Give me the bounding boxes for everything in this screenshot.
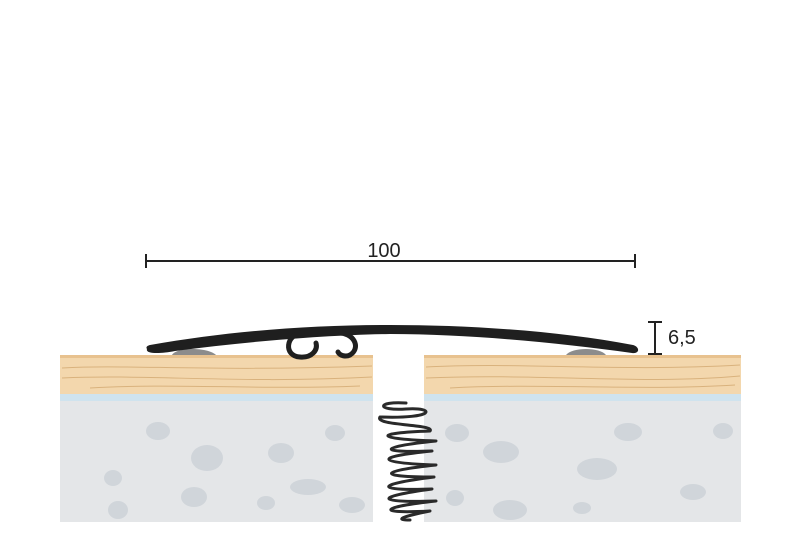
grain-line: [61, 365, 373, 369]
grain-line: [449, 384, 736, 389]
stone: [573, 502, 591, 514]
width-dimension-label: 100: [367, 240, 400, 262]
stone: [445, 424, 469, 442]
underlay-layer: [60, 394, 741, 401]
profile-anchor-right: [335, 330, 358, 359]
stone: [339, 497, 365, 513]
underlay-right: [424, 394, 741, 401]
wood-top-edge-right: [424, 355, 741, 358]
stone: [104, 470, 122, 486]
stone: [325, 425, 345, 441]
adhesive-pad-left: [172, 349, 216, 355]
stone: [257, 496, 275, 510]
grain-line: [61, 376, 373, 381]
stone: [713, 423, 733, 439]
grain-line: [89, 385, 361, 389]
profile-body: [146, 325, 639, 354]
stone: [268, 443, 294, 463]
wood-floor: [60, 355, 741, 394]
stone: [483, 441, 519, 463]
height-dimension-label: 6,5: [668, 327, 696, 349]
stone: [680, 484, 706, 500]
grain-line: [425, 375, 741, 380]
concrete-subfloor: [60, 401, 741, 522]
underlay-left: [60, 394, 373, 401]
width-dimension: [145, 254, 636, 268]
profile-anchor-left: [286, 330, 319, 360]
grain-line: [425, 364, 741, 369]
wood-grain: [61, 364, 741, 389]
expansion-spring-icon: [378, 401, 438, 522]
stone: [191, 445, 223, 471]
stone: [614, 423, 642, 441]
stone: [181, 487, 207, 507]
stone: [577, 458, 617, 480]
wood-top-edge-left: [60, 355, 373, 358]
wood-board-left: [60, 355, 373, 394]
stone: [446, 490, 464, 506]
stone: [108, 501, 128, 519]
height-dimension: [648, 321, 662, 355]
stone: [290, 479, 326, 495]
stone: [493, 500, 527, 520]
transition-profile-icon: [146, 325, 639, 360]
concrete-stones: [104, 422, 733, 520]
adhesive-pads: [172, 349, 606, 355]
stone: [146, 422, 170, 440]
adhesive-pad-right: [566, 349, 606, 355]
wood-board-right: [424, 355, 741, 394]
